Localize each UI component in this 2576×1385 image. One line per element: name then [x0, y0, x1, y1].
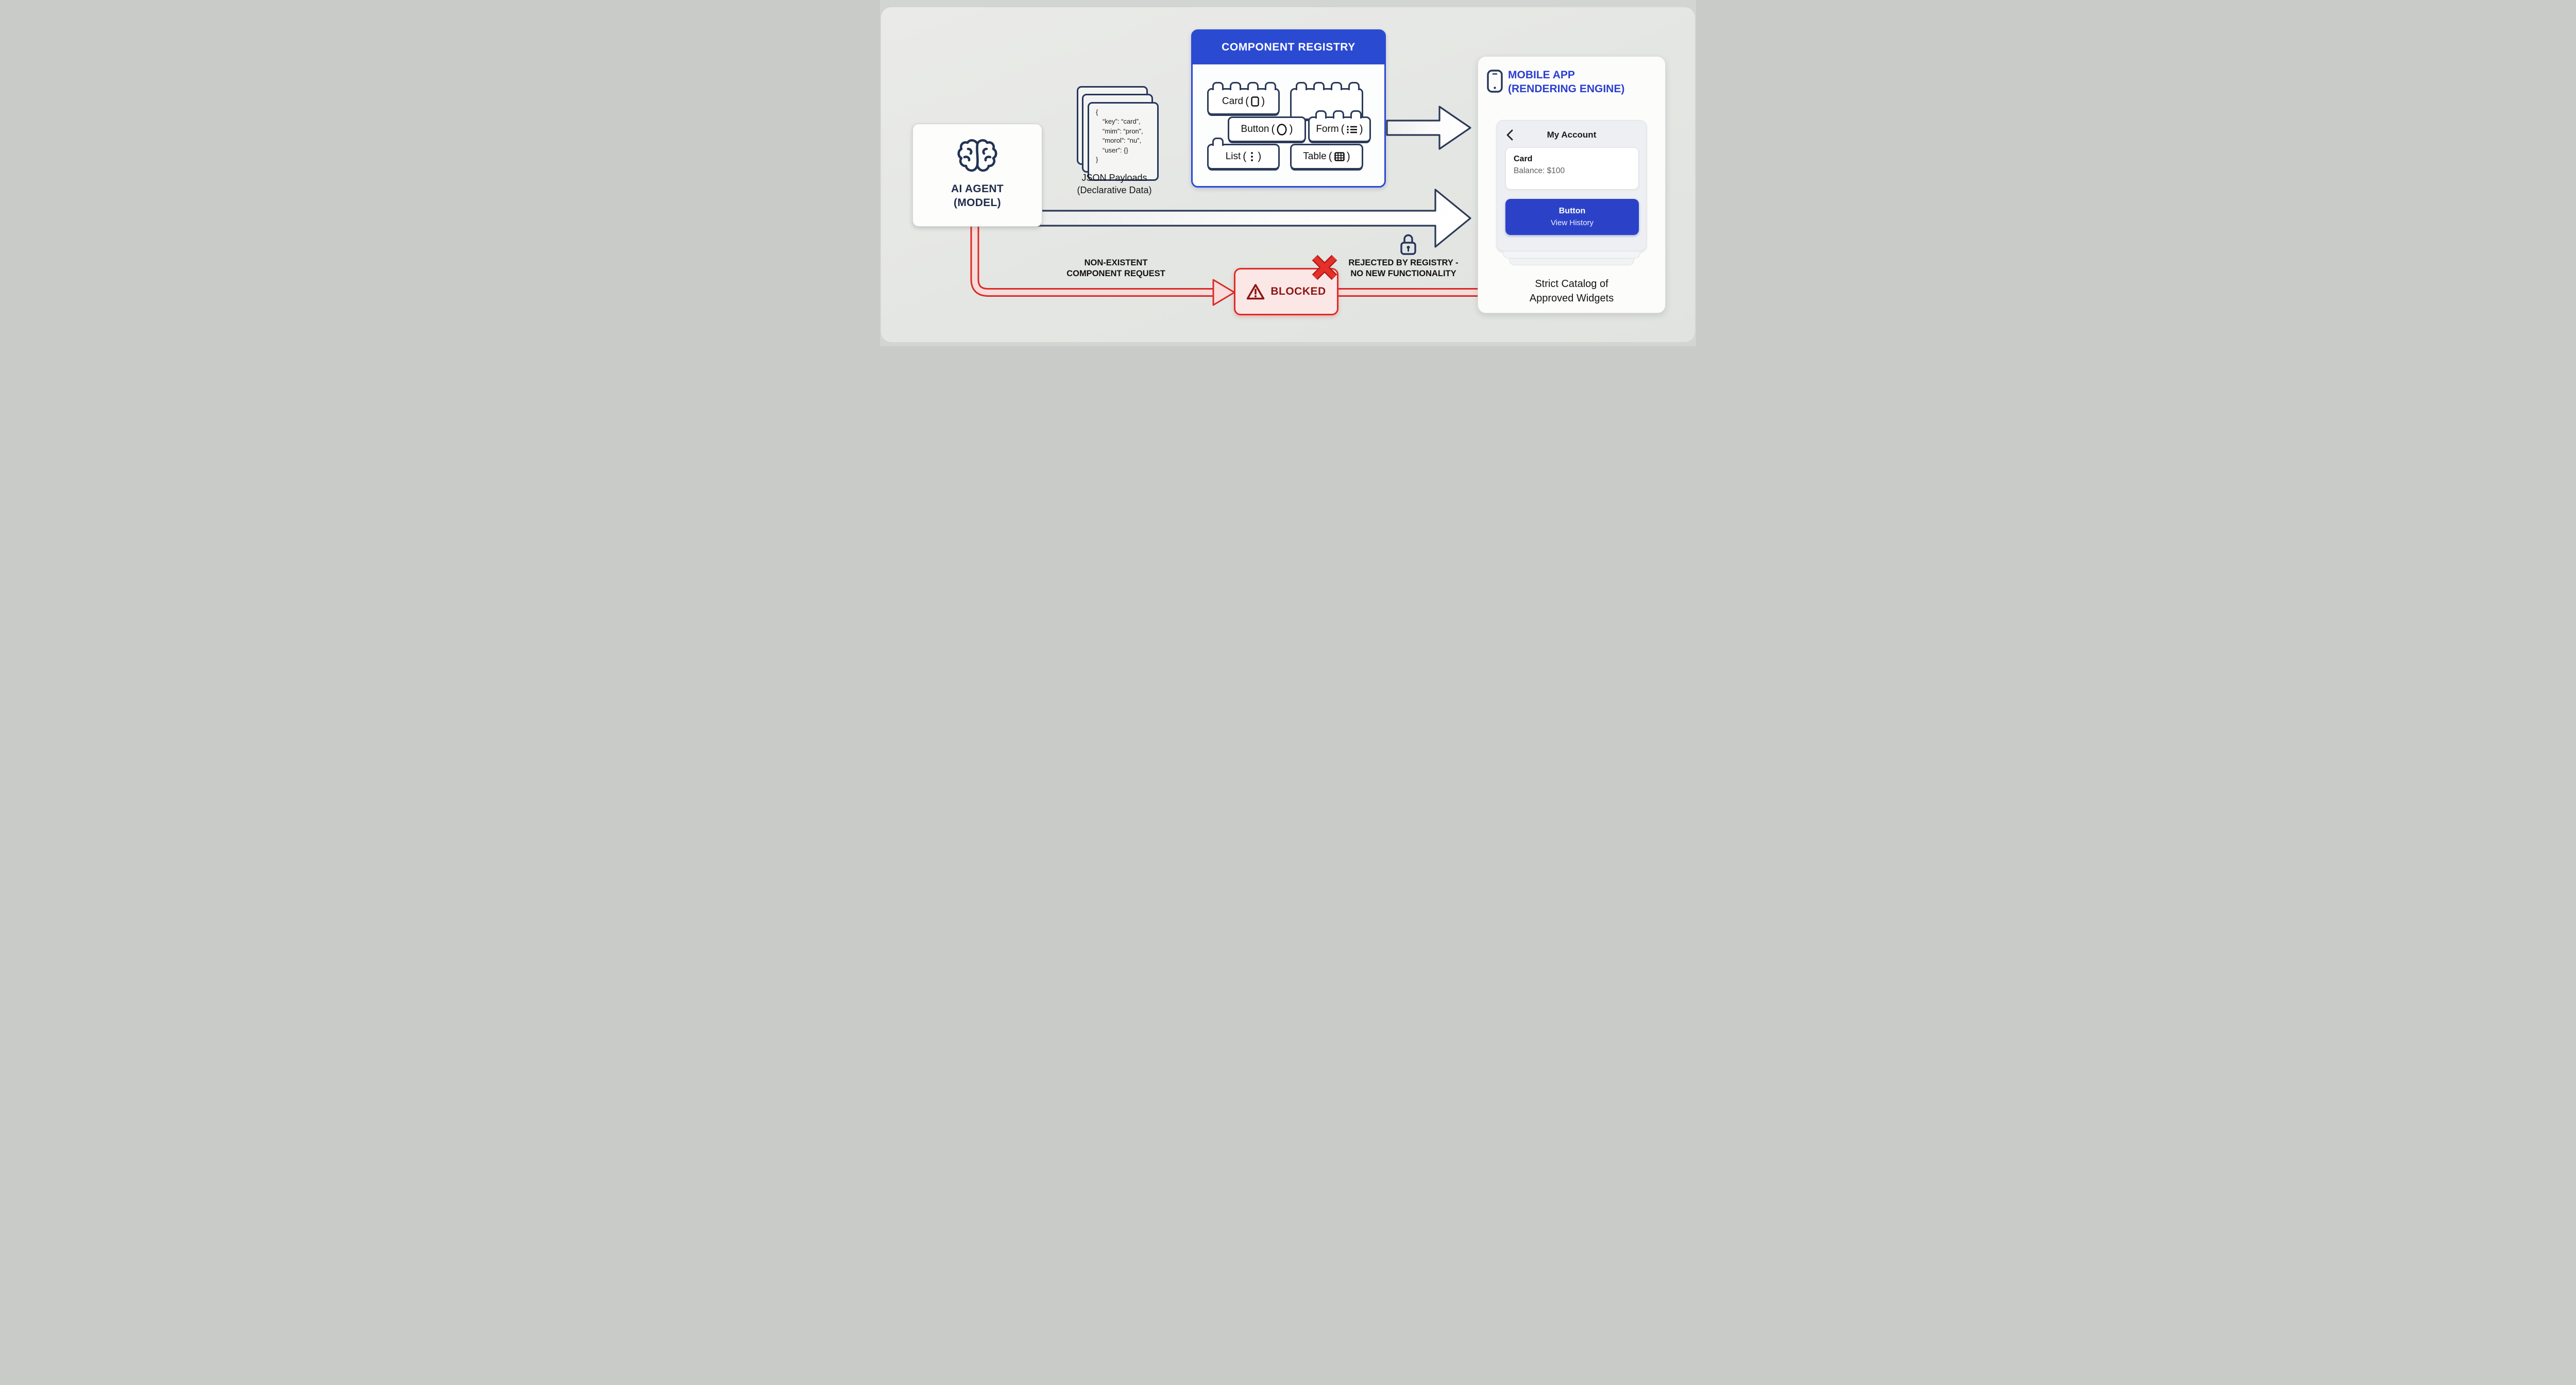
component-registry-title: COMPONENT REGISTRY	[1222, 41, 1355, 53]
json-caption-line1: JSON Payloads	[1081, 173, 1147, 183]
brick-form: Form ( )	[1308, 110, 1371, 142]
brick-stud	[1212, 82, 1224, 90]
stacked-screen-edge	[1503, 251, 1640, 259]
brick-table: Table ( )	[1290, 144, 1363, 170]
catalog-caption-line1: Strict Catalog of	[1535, 278, 1608, 290]
paren: )	[1258, 150, 1262, 162]
ai-agent-box: AI AGENT (MODEL)	[912, 124, 1042, 227]
brick-card-label: Card	[1222, 96, 1244, 107]
warning-triangle-icon	[1247, 283, 1265, 299]
ai-agent-label: AI AGENT (MODEL)	[951, 182, 1004, 210]
paren: )	[1261, 95, 1265, 107]
red-request-path-core	[972, 226, 1213, 295]
flow-arrows-layer	[970, 106, 1483, 306]
paren: (	[1341, 123, 1345, 135]
json-caption-line2: (Declarative Data)	[1077, 184, 1152, 195]
brick-stud	[1265, 82, 1276, 90]
grid-icon	[1334, 152, 1345, 161]
card-shape-icon	[1251, 96, 1259, 107]
back-chevron-icon[interactable]	[1506, 129, 1513, 141]
vertical-dots-icon	[1251, 152, 1253, 161]
paren: )	[1359, 123, 1363, 135]
paren: (	[1271, 123, 1275, 135]
brick-stud	[1331, 82, 1342, 90]
brick-form-label: Form	[1316, 124, 1339, 134]
json-code-line: “key”: “card”,	[1103, 117, 1141, 126]
request-label-line2: COMPONENT REQUEST	[1066, 269, 1165, 279]
json-sheet-front: { “key”: “card”, “mim”: “pron”, “morol”:…	[1088, 102, 1159, 181]
paren: )	[1346, 150, 1350, 162]
brick-list-label: List	[1225, 151, 1241, 162]
mobile-app-panel: MOBILE APP (RENDERING ENGINE) My Account…	[1478, 56, 1666, 313]
non-existent-request-label: NON-EXISTENT COMPONENT REQUEST	[1054, 258, 1178, 279]
diagram-stage: AI AGENT (MODEL) { “key”: “card”, “mim”:…	[880, 0, 1696, 346]
brick-stud	[1247, 82, 1259, 90]
lock-icon	[1400, 234, 1416, 255]
ai-agent-label-line2: (MODEL)	[954, 197, 1001, 209]
list-lines-icon	[1346, 125, 1357, 133]
smartphone-icon	[1487, 70, 1503, 93]
stacked-screen-edge	[1509, 259, 1634, 265]
widget-card-balance: Balance: $100	[1514, 166, 1565, 175]
catalog-caption-line2: Approved Widgets	[1529, 292, 1614, 304]
brick-stud	[1230, 82, 1241, 90]
json-code: { “key”: “card”, “mim”: “pron”, “morol”:…	[1089, 104, 1157, 165]
brick-button: Button ( )	[1228, 116, 1306, 142]
brick-stud	[1348, 82, 1360, 90]
json-code-line: “morol”: “nu”,	[1103, 137, 1142, 145]
mobile-title-line1: MOBILE APP	[1508, 69, 1575, 81]
view-history-button[interactable]: Button View History	[1505, 199, 1639, 235]
brick-stud	[1350, 110, 1362, 119]
json-code-line: “mim”: “pron”,	[1103, 127, 1143, 135]
brick-list: List ( )	[1207, 138, 1280, 170]
blocked-label: BLOCKED	[1270, 285, 1326, 297]
brick-stud	[1333, 110, 1344, 119]
paren: )	[1289, 123, 1293, 135]
json-code-line: “user”: {}	[1103, 146, 1128, 154]
mobile-title-line2: (RENDERING ENGINE)	[1508, 83, 1625, 95]
paren: (	[1328, 150, 1332, 162]
mobile-app-title: MOBILE APP (RENDERING ENGINE)	[1508, 68, 1624, 96]
json-payloads-caption: JSON Payloads (Declarative Data)	[1050, 172, 1179, 197]
brain-icon	[957, 138, 998, 175]
brick-stud	[1313, 82, 1325, 90]
json-code-line: {	[1096, 108, 1098, 116]
paren: (	[1245, 95, 1249, 107]
rejection-x-icon	[1312, 255, 1337, 280]
screen-header-title: My Account	[1547, 130, 1597, 140]
brick-button-label: Button	[1241, 124, 1269, 134]
widget-card: Card Balance: $100	[1505, 147, 1639, 190]
brick-card: Card ( )	[1207, 82, 1280, 115]
rejected-label-line1: REJECTED BY REGISTRY -	[1348, 258, 1459, 267]
arrow-model-to-app	[1036, 189, 1471, 248]
paren: (	[1243, 150, 1247, 162]
widget-button-label: Button	[1558, 207, 1586, 216]
circle-shape-icon	[1277, 123, 1287, 136]
rejected-by-registry-label: REJECTED BY REGISTRY - NO NEW FUNCTIONAL…	[1342, 258, 1465, 279]
brick-stud	[1315, 110, 1327, 119]
phone-screen: My Account Card Balance: $100 Button Vie…	[1497, 120, 1647, 251]
arrow-registry-to-app	[1386, 106, 1471, 150]
brick-stud	[1296, 82, 1307, 90]
widget-button-action: View History	[1550, 218, 1594, 227]
strict-catalog-caption: Strict Catalog of Approved Widgets	[1478, 277, 1665, 306]
json-code-line: }	[1096, 156, 1098, 164]
brick-table-label: Table	[1303, 151, 1327, 162]
component-registry-header: COMPONENT REGISTRY	[1192, 30, 1385, 64]
component-registry-panel: COMPONENT REGISTRY Card ( ) Button (	[1191, 29, 1386, 188]
rejected-label-line2: NO NEW FUNCTIONALITY	[1350, 269, 1456, 279]
brick-stud	[1212, 138, 1224, 146]
widget-card-title: Card	[1514, 155, 1533, 163]
red-request-arrowhead	[1212, 279, 1235, 306]
request-label-line1: NON-EXISTENT	[1084, 258, 1148, 267]
ai-agent-label-line1: AI AGENT	[951, 183, 1004, 195]
